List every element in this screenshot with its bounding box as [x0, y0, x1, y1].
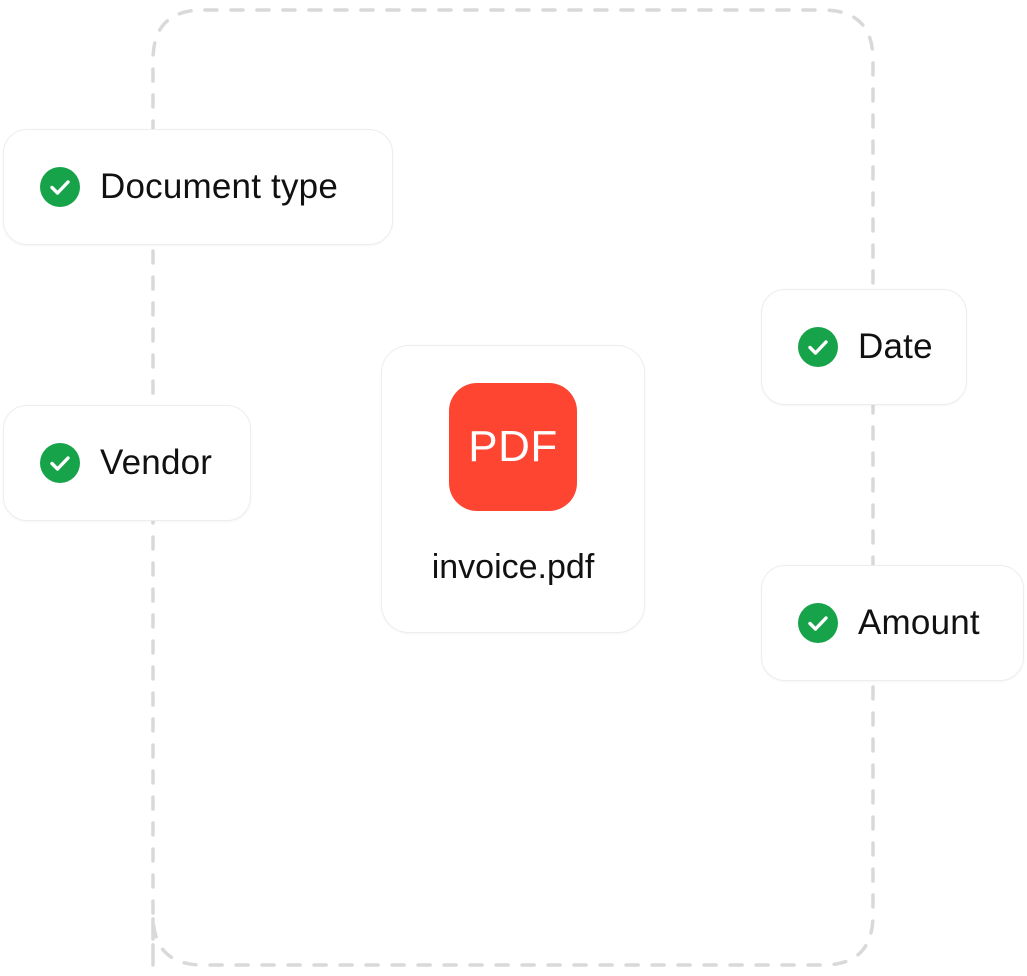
check-circle-icon — [798, 327, 838, 367]
field-chip-date: Date — [761, 289, 967, 405]
pdf-file-icon: PDF — [449, 383, 577, 511]
check-circle-icon — [798, 603, 838, 643]
field-label: Date — [858, 327, 933, 366]
field-chip-amount: Amount — [761, 565, 1024, 681]
field-label: Amount — [858, 603, 980, 642]
file-card[interactable]: PDF invoice.pdf — [381, 345, 645, 633]
field-label: Document type — [100, 167, 338, 206]
check-circle-icon — [40, 443, 80, 483]
check-circle-icon — [40, 167, 80, 207]
field-chip-document-type: Document type — [3, 129, 393, 245]
file-name: invoice.pdf — [431, 548, 595, 586]
field-chip-vendor: Vendor — [3, 405, 251, 521]
pdf-badge-text: PDF — [468, 422, 558, 471]
field-label: Vendor — [100, 443, 213, 482]
